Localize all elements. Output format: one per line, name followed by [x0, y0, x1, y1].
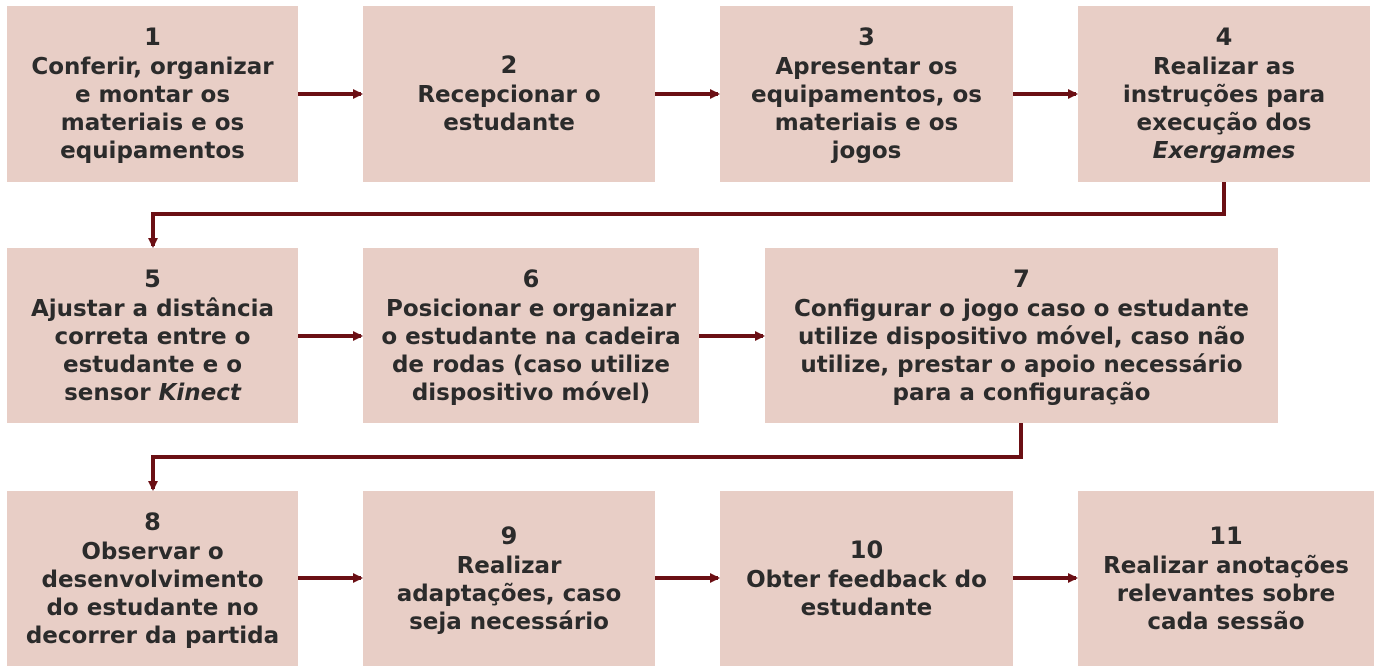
step-text: Obter feedback do estudante — [746, 566, 987, 621]
step-2-box: 2 Recepcionar o estudante — [363, 6, 655, 182]
step-number: 3 — [858, 23, 875, 51]
step-11-box: 11 Realizar anotações relevantes sobre c… — [1078, 491, 1374, 666]
step-10-box: 10 Obter feedback do estudante — [720, 491, 1013, 666]
step-number: 6 — [522, 264, 540, 293]
step-6-box: 6 Posicionar e organizar o estudante na … — [363, 248, 699, 423]
arrow-7-8 — [148, 423, 1023, 491]
step-number: 4 — [1215, 23, 1233, 51]
step-1-box: 1 Conferir, organizar e montar os materi… — [7, 6, 298, 182]
step-7-box: 7 Configurar o jogo caso o estudante uti… — [765, 248, 1278, 423]
step-number: 10 — [849, 535, 884, 564]
step-text: Posicionar e organizar o estudante na ca… — [381, 295, 681, 406]
step-text: Realizar anotações relevantes sobre cada… — [1103, 552, 1349, 635]
arrow-4-5 — [148, 182, 1226, 248]
step-text: Ajustar a distância correta entre o estu… — [30, 295, 275, 406]
step-text: Apresentar os equipamentos, os materiais… — [751, 54, 982, 164]
step-number: 7 — [1013, 264, 1030, 293]
step-9-box: 9 Realizar adaptações, caso seja necessá… — [363, 491, 655, 666]
step-number: 11 — [1209, 521, 1243, 550]
step-text: Recepcionar o estudante — [417, 82, 601, 136]
step-number: 8 — [144, 507, 161, 536]
step-3-box: 3 Apresentar os equipamentos, os materia… — [720, 6, 1013, 182]
step-text: Configurar o jogo caso o estudante utili… — [794, 295, 1249, 406]
step-text: Realizar adaptações, caso seja necessári… — [396, 552, 622, 635]
step-5-box: 5 Ajustar a distância correta entre o es… — [7, 248, 298, 423]
step-number: 1 — [144, 23, 161, 51]
step-text: Conferir, organizar e montar os materiai… — [31, 54, 274, 164]
step-number: 9 — [500, 521, 518, 550]
step-8-box: 8 Observar o desenvolvimento do estudant… — [7, 491, 298, 666]
step-text: Observar o desenvolvimento do estudante … — [25, 538, 280, 649]
step-number: 5 — [144, 264, 161, 293]
step-text: Realizar as instruções para execução dos… — [1122, 54, 1326, 164]
step-4-box: 4 Realizar as instruções para execução d… — [1078, 6, 1370, 182]
step-number: 2 — [500, 51, 518, 79]
